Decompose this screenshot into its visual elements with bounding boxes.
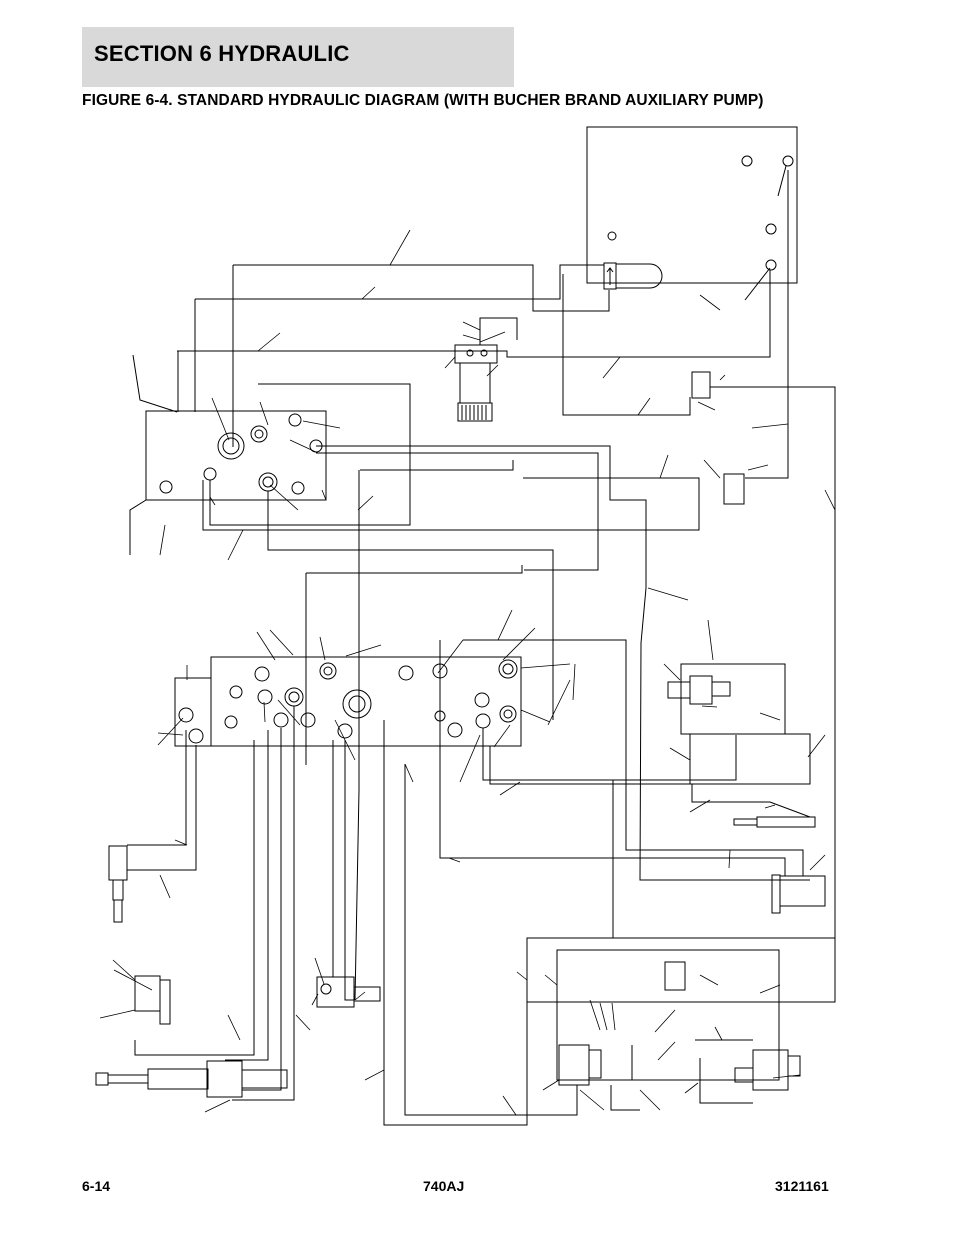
model-name: 740AJ — [423, 1178, 465, 1194]
right-cylinders — [667, 371, 826, 914]
figure-title: FIGURE 6-4. STANDARD HYDRAULIC DIAGRAM (… — [82, 92, 764, 109]
section-title: SECTION 6 HYDRAULIC — [94, 41, 350, 66]
lower-right-components — [526, 937, 836, 1091]
hydraulic-tank — [586, 126, 798, 301]
page-number: 6-14 — [82, 1178, 111, 1194]
document-number: 3121161 — [775, 1178, 829, 1194]
hydraulic-lines — [127, 170, 836, 1126]
main-pump — [454, 317, 518, 422]
callout-leaders — [99, 229, 836, 1116]
lower-left-components — [95, 845, 381, 1098]
function-manifold — [174, 656, 522, 747]
main-control-valve — [145, 410, 327, 501]
section-header-band — [82, 27, 514, 87]
